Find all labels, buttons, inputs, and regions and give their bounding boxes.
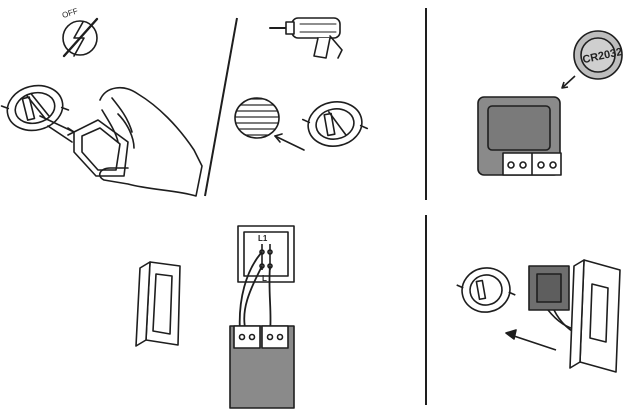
panel-assembly bbox=[456, 259, 621, 373]
divider-diagonal bbox=[204, 17, 238, 197]
off-label: OFF bbox=[61, 6, 79, 20]
module-dark bbox=[528, 265, 570, 311]
module-box bbox=[229, 325, 295, 409]
wall-switch bbox=[135, 261, 181, 347]
wall-box-3 bbox=[456, 267, 516, 313]
panel-battery: CR2032 bbox=[477, 30, 623, 176]
arrow-icon bbox=[274, 133, 305, 151]
terminal-l1-label: L1 bbox=[258, 234, 268, 243]
switch-plate-3 bbox=[569, 259, 621, 373]
arrow-icon-2 bbox=[505, 329, 557, 351]
panel-wiring: L1 L bbox=[135, 225, 295, 409]
hatched-hole-icon bbox=[234, 97, 280, 139]
module-screen bbox=[487, 105, 551, 151]
panel-power-off: OFF bbox=[0, 6, 203, 197]
wall-box bbox=[0, 84, 70, 132]
battery-icon: CR2032 bbox=[573, 30, 623, 80]
wall-box-2 bbox=[301, 101, 369, 147]
terminal-block: L1 L bbox=[237, 225, 295, 283]
drill-icon bbox=[269, 17, 343, 59]
power-off-icon bbox=[62, 17, 99, 58]
panel-drill bbox=[234, 17, 369, 151]
panel-dividers bbox=[204, 8, 427, 405]
terminal-l-label: L bbox=[262, 274, 267, 283]
